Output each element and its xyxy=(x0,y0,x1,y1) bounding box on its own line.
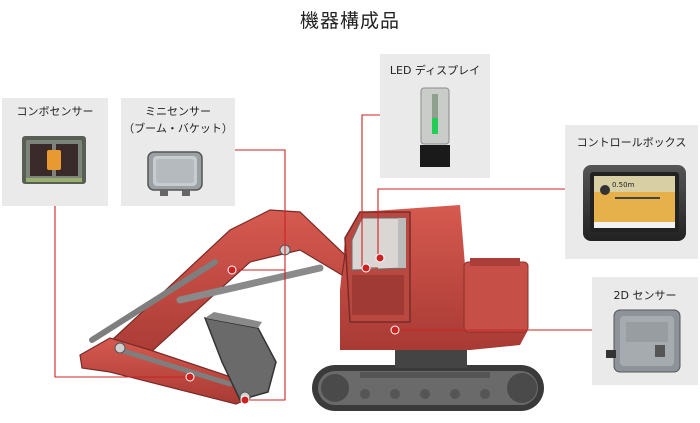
mini-sensor-device xyxy=(147,151,203,196)
sensor-2d-device xyxy=(606,309,681,373)
control-box-device: 0.50m xyxy=(583,165,686,241)
excavator xyxy=(79,205,544,411)
crawler-track xyxy=(312,365,544,411)
mini-sensor-label-line2: （ブーム・バケット） xyxy=(123,122,233,135)
combo-sensor-label: コンボセンサー xyxy=(16,105,94,118)
combo-sensor-device xyxy=(22,136,86,184)
control-box-screen-readout: 0.50m xyxy=(612,181,635,189)
mini-sensor-label-line1: ミニセンサー xyxy=(145,105,211,118)
led-display-device xyxy=(420,87,450,167)
control-box-label: コントロールボックス xyxy=(576,136,687,149)
leader-endpoints xyxy=(185,253,400,405)
led-display-label: LED ディスプレイ xyxy=(389,64,481,77)
sensor-2d-label: 2D センサー xyxy=(613,289,677,302)
diagram-title: 機器構成品 xyxy=(299,10,400,32)
